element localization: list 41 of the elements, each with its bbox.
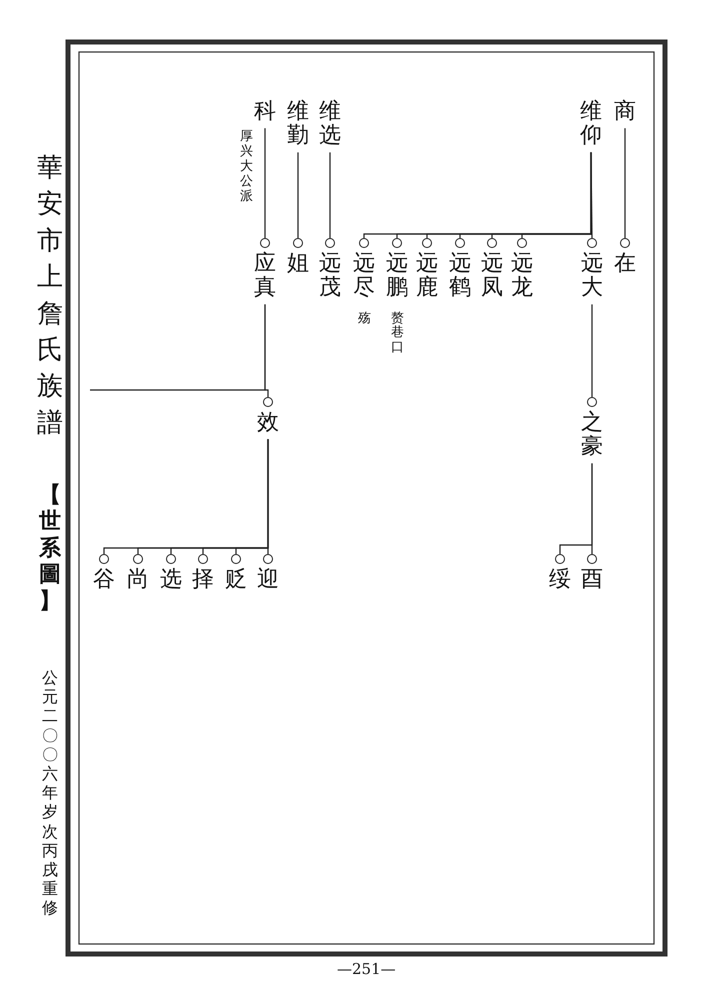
person-name: 效 <box>257 411 279 436</box>
person-name: 维选 <box>319 100 341 148</box>
person-name: 酉 <box>581 568 603 592</box>
title: 華安市上詹氏族譜 <box>37 152 63 440</box>
page-number: —251— <box>337 960 396 978</box>
connector-line <box>103 439 269 554</box>
date-note: 公元二〇〇六年岁次丙戌重修 <box>42 668 58 918</box>
person-name: 远尽 <box>353 252 375 300</box>
note: 赘巷口 <box>391 312 404 355</box>
edge-label: 厚兴大公派 <box>240 130 253 205</box>
person-name: 远茂 <box>319 252 341 300</box>
person-name: 谷 <box>93 568 115 592</box>
person-name: 维仰 <box>580 100 602 148</box>
person-name: 迎 <box>257 568 279 592</box>
connector-line <box>329 152 331 238</box>
person-name: 择 <box>192 568 214 592</box>
person-name: 科 <box>254 100 276 124</box>
connector-line <box>297 152 299 238</box>
person-name: 选 <box>160 568 182 592</box>
person-name: 远鹿 <box>416 252 438 300</box>
section-heading: 【世系圖】 <box>39 482 61 614</box>
person-name: 应真 <box>254 252 276 300</box>
connector-line <box>90 304 266 391</box>
connector-line <box>264 128 266 238</box>
person-name: 姐 <box>287 252 309 276</box>
person-name: 维勤 <box>287 100 309 148</box>
person-name: 在 <box>614 252 636 276</box>
person-name: 绥 <box>549 568 571 592</box>
person-name: 远鹤 <box>449 252 471 300</box>
person-name: 贬 <box>225 568 247 592</box>
person-name: 商 <box>614 100 636 124</box>
person-name: 尚 <box>127 568 149 592</box>
person-name: 远龙 <box>511 252 533 300</box>
connector-line <box>591 304 593 397</box>
person-name: 远大 <box>581 252 603 300</box>
person-name: 远鹏 <box>386 252 408 300</box>
person-name: 之豪 <box>581 411 603 460</box>
connector-line <box>624 128 626 238</box>
note: 殇 <box>358 312 371 326</box>
connector-line <box>559 463 593 554</box>
person-name: 远凤 <box>481 252 503 300</box>
